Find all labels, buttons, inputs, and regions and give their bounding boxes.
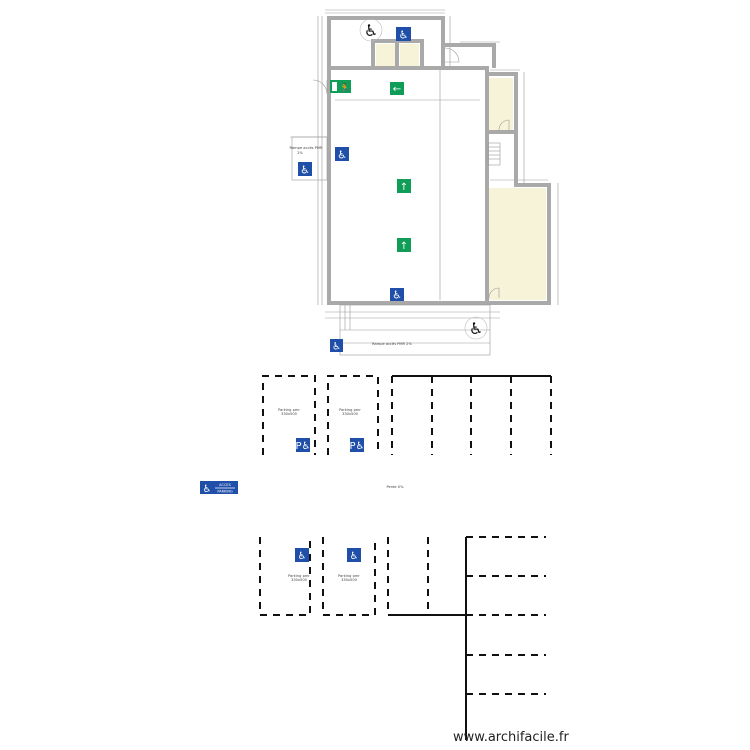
- parking-pmr-icon: P♿: [350, 438, 365, 452]
- parking-pmr-label: Parking pmr: [338, 574, 360, 578]
- pmr-icon: ♿: [335, 147, 349, 162]
- svg-text:↑: ↑: [400, 182, 408, 193]
- arrow-left-icon: ←: [390, 82, 404, 95]
- svg-text:🏃: 🏃: [339, 82, 350, 94]
- dimension-lines: [290, 9, 559, 319]
- parking-pmr-label: Parking pmr: [278, 408, 300, 412]
- back-room: [489, 188, 546, 300]
- svg-text:♿: ♿: [203, 484, 212, 495]
- svg-text:♿: ♿: [350, 551, 359, 562]
- svg-text:♿: ♿: [298, 551, 307, 562]
- slope-label: Pente 0%: [387, 485, 405, 489]
- parking-top-row: [262, 375, 552, 455]
- svg-text:P♿: P♿: [296, 441, 311, 452]
- parking-pmr-label: Parking pmr: [288, 574, 310, 578]
- stairs: [487, 142, 501, 166]
- pmr-icon: ♿: [390, 288, 404, 302]
- svg-text:♿: ♿: [392, 289, 402, 302]
- svg-text:♿: ♿: [364, 21, 378, 40]
- parking-pmr-size: 330x500: [342, 412, 359, 416]
- ramp-bottom-label: Rampe accès PMR 2%: [372, 342, 412, 346]
- wheelchair-circle-top: ♿: [359, 18, 383, 42]
- svg-text:♿: ♿: [399, 29, 409, 42]
- parking-pmr-icon: P♿: [296, 438, 311, 452]
- storage-room: [489, 78, 513, 130]
- doors: [312, 47, 510, 299]
- access-sign-line2: PARKING: [217, 490, 233, 494]
- svg-text:←: ←: [393, 84, 401, 95]
- parking-pmr-size: 330x500: [291, 578, 308, 582]
- pmr-icon: ♿: [330, 339, 343, 353]
- pmr-icon: ♿: [396, 27, 411, 42]
- parking-bottom-row: [259, 536, 546, 740]
- wc-room-2: [400, 44, 419, 66]
- arrow-up-icon: ↑: [397, 238, 411, 252]
- svg-text:♿: ♿: [300, 164, 310, 177]
- wheelchair-circle-bottom: ♿: [464, 316, 488, 340]
- svg-text:↑: ↑: [400, 241, 408, 252]
- emergency-exit-icon: 🏃: [330, 80, 351, 94]
- svg-text:P♿: P♿: [350, 441, 365, 452]
- walls: [327, 16, 551, 305]
- parking-pmr-label: Parking pmr: [339, 408, 361, 412]
- watermark: www.archifacile.fr: [453, 730, 569, 745]
- svg-text:♿: ♿: [332, 342, 341, 353]
- access-sign-line1: ACCES: [219, 483, 231, 487]
- parking-pmr-icon: ♿: [295, 548, 309, 562]
- pmr-icon: ♿: [298, 162, 312, 177]
- wc-room-1: [376, 44, 395, 66]
- svg-text:♿: ♿: [469, 319, 483, 338]
- svg-text:♿: ♿: [337, 149, 347, 162]
- ramp-left-pct: 2%: [297, 151, 303, 155]
- ramp-left: [291, 136, 328, 181]
- ramp-left-label: Rampe accès PMR: [290, 146, 323, 150]
- parking-pmr-size: 330x500: [341, 578, 358, 582]
- arrow-up-icon: ↑: [397, 179, 411, 193]
- parking-pmr-icon: ♿: [347, 548, 361, 562]
- ramp-bottom: [339, 304, 491, 356]
- access-parking-sign: ♿ ACCES PARKING: [200, 481, 238, 495]
- parking-pmr-size: 330x500: [281, 412, 298, 416]
